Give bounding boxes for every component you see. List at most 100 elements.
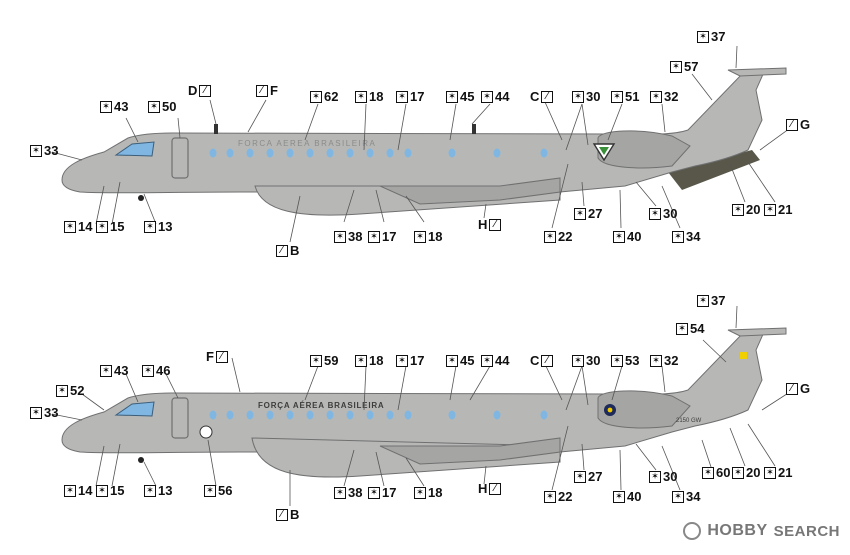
- decal-callout-tG: G: [786, 118, 810, 131]
- paint-brush-icon: [276, 244, 288, 257]
- decal-number: G: [800, 117, 811, 132]
- decal-callout-t44: 44: [481, 90, 509, 103]
- decal-callout-b46: 46: [142, 364, 170, 377]
- decal-number: G: [800, 381, 811, 396]
- watermark: HOBBY SEARCH: [683, 522, 840, 540]
- decal-star-icon: [574, 470, 586, 483]
- decal-number: 33: [44, 143, 59, 158]
- decal-callout-t13: 13: [144, 220, 172, 233]
- decal-number: 52: [70, 383, 85, 398]
- decal-star-icon: [310, 354, 322, 367]
- decal-star-icon: [144, 484, 156, 497]
- decal-number: C: [530, 89, 540, 104]
- bottom-leader-lines: [51, 305, 794, 506]
- decal-callout-t18a: 18: [355, 90, 383, 103]
- decal-callout-t22: 22: [544, 230, 572, 243]
- decal-number: 33: [44, 405, 59, 420]
- decal-callout-t15: 15: [96, 220, 124, 233]
- decal-number: 45: [460, 89, 475, 104]
- decal-star-icon: [697, 294, 709, 307]
- decal-star-icon: [702, 466, 714, 479]
- decal-callout-t33: 33: [30, 144, 58, 157]
- decal-number: 60: [716, 465, 731, 480]
- decal-star-icon: [368, 230, 380, 243]
- top-fuselage-text: FORCA AEREA BRASILEIRA: [238, 139, 376, 148]
- decal-number: 14: [78, 219, 93, 234]
- decal-number: H: [478, 217, 488, 232]
- decal-star-icon: [481, 90, 493, 103]
- decal-callout-b33: 33: [30, 406, 58, 419]
- paint-brush-icon: [541, 354, 554, 367]
- decal-callout-t27: 27: [574, 207, 602, 220]
- decal-number: 56: [218, 483, 233, 498]
- decal-number: 21: [778, 202, 793, 217]
- decal-number: 44: [495, 353, 510, 368]
- decal-callout-b45: 45: [446, 354, 474, 367]
- decal-star-icon: [96, 484, 108, 497]
- decal-number: D: [188, 83, 198, 98]
- decal-callout-t34: 34: [672, 230, 700, 243]
- decal-callout-b59: 59: [310, 354, 338, 367]
- decal-star-icon: [732, 466, 744, 479]
- decal-star-icon: [697, 30, 709, 43]
- decal-callout-t18b: 18: [414, 230, 442, 243]
- decal-number: 54: [690, 321, 705, 336]
- decal-number: 44: [495, 89, 510, 104]
- top-wing: [379, 177, 561, 205]
- decal-star-icon: [204, 484, 216, 497]
- decal-callout-b56: 56: [204, 484, 232, 497]
- decal-number: 22: [558, 489, 573, 504]
- decal-star-icon: [414, 230, 426, 243]
- watermark-logo-text: HOBBY: [707, 522, 768, 539]
- decal-callout-b17a: 17: [396, 354, 424, 367]
- decal-number: 57: [684, 59, 699, 74]
- decal-star-icon: [446, 90, 458, 103]
- bottom-wing: [379, 437, 561, 465]
- decal-number: F: [270, 83, 278, 98]
- decal-callout-b14: 14: [64, 484, 92, 497]
- decal-number: 30: [586, 353, 601, 368]
- decal-callout-t17b: 17: [368, 230, 396, 243]
- decal-star-icon: [544, 230, 556, 243]
- decal-star-icon: [414, 486, 426, 499]
- decal-callout-t21: 21: [764, 203, 792, 216]
- decal-star-icon: [100, 100, 112, 113]
- decal-number: 21: [778, 465, 793, 480]
- decal-callout-b22: 22: [544, 490, 572, 503]
- decal-number: 38: [348, 485, 363, 500]
- decal-star-icon: [611, 90, 623, 103]
- decal-number: F: [206, 349, 214, 364]
- decal-star-icon: [672, 230, 684, 243]
- decal-number: 32: [664, 353, 679, 368]
- decal-callout-b34: 34: [672, 490, 700, 503]
- decal-star-icon: [446, 354, 458, 367]
- decal-star-icon: [368, 486, 380, 499]
- decal-callout-bF: F: [206, 350, 228, 363]
- decal-number: 17: [410, 353, 425, 368]
- decal-number: 62: [324, 89, 339, 104]
- decal-number: 30: [663, 469, 678, 484]
- decal-number: B: [290, 507, 300, 522]
- decal-callout-bH: H: [478, 482, 502, 495]
- decal-callout-t45: 45: [446, 90, 474, 103]
- paint-brush-icon: [489, 218, 502, 231]
- bottom-tail-text: 2150 GW: [676, 418, 702, 424]
- decal-star-icon: [764, 466, 776, 479]
- decal-star-icon: [310, 90, 322, 103]
- decal-number: 30: [586, 89, 601, 104]
- decal-number: 53: [625, 353, 640, 368]
- decal-callout-t32: 32: [650, 90, 678, 103]
- decal-callout-tF: F: [256, 84, 278, 97]
- decal-callout-b43: 43: [100, 364, 128, 377]
- decal-number: 14: [78, 483, 93, 498]
- decal-star-icon: [396, 354, 408, 367]
- decal-number: 50: [162, 99, 177, 114]
- paint-brush-icon: [489, 482, 502, 495]
- paint-brush-icon: [786, 118, 798, 131]
- decal-star-icon: [64, 484, 76, 497]
- decal-number: 13: [158, 483, 173, 498]
- decal-number: 18: [369, 89, 384, 104]
- decal-callout-t37: 37: [697, 30, 725, 43]
- decal-number: 17: [382, 229, 397, 244]
